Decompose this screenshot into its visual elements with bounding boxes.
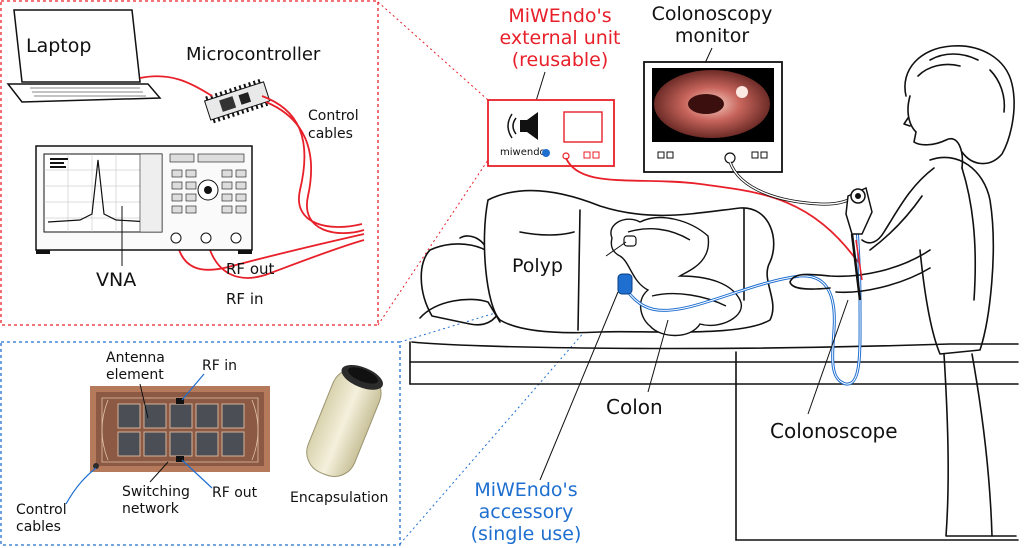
polyp-highlight xyxy=(736,86,748,98)
accessory-panel-border xyxy=(0,341,401,546)
miwendo-logo-dot xyxy=(542,149,550,157)
control-cables-accessory-pointer-line xyxy=(65,467,97,505)
monitor-button-3 xyxy=(751,151,759,159)
external-unit: MiWEndo's external unit (reusable) miwen… xyxy=(487,5,621,167)
colon-lumen xyxy=(688,94,724,114)
polyp-marker xyxy=(623,235,637,247)
external-unit-button-2 xyxy=(592,151,600,159)
colon-label: Colon xyxy=(606,395,663,419)
rf-out-accessory-label: RF out xyxy=(212,485,258,501)
rf-in-label: RF in xyxy=(226,290,264,308)
setup-panel-border xyxy=(0,0,379,326)
laptop-icon xyxy=(6,9,162,103)
control-cables-accessory-label-line-1: Control xyxy=(16,502,67,518)
switching-network-label-line-2: network xyxy=(122,501,180,517)
control-cables-label-line-2: cables xyxy=(308,126,353,142)
rf-out-accessory-pointer-line xyxy=(181,459,213,489)
microcontroller-label: Microcontroller xyxy=(186,44,321,65)
accessory-capsule-marker xyxy=(617,273,633,295)
antenna-pcb-image xyxy=(90,386,270,472)
switching-network-label-line-1: Switching xyxy=(122,484,190,500)
rf-out-label: RF out xyxy=(226,260,275,278)
accessory-label-line-3: (single use) xyxy=(471,523,582,545)
colonoscope-pointer-line xyxy=(807,299,849,415)
switching-network-pointer-line xyxy=(149,461,169,483)
rf-in-accessory-pointer-line xyxy=(181,373,205,401)
monitor-button-2 xyxy=(666,151,674,159)
external-unit-title-line-2: external unit xyxy=(499,27,620,49)
monitor-button-1 xyxy=(657,151,665,159)
accessory-label-line-1: MiWEndo's xyxy=(474,479,577,501)
microcontroller-board-icon xyxy=(203,78,271,124)
laptop-label: Laptop xyxy=(26,35,91,57)
callout-lines xyxy=(377,1,613,545)
accessory-label-line-2: accessory xyxy=(479,501,574,523)
encapsulation-label: Encapsulation xyxy=(290,490,388,506)
polyp-pointer-line xyxy=(605,241,627,257)
antenna-element-pointer-line xyxy=(139,383,149,419)
setup-panel: Laptop Microcontroller Control cables xyxy=(0,0,379,326)
miwendo-brand-logo: miwendo xyxy=(500,147,546,158)
monitor-button-4 xyxy=(760,151,768,159)
vna-label: VNA xyxy=(96,269,136,291)
external-unit-screen xyxy=(563,111,603,143)
external-unit-button-1 xyxy=(583,151,591,159)
encapsulation-capsule-image xyxy=(306,364,383,478)
control-cables-label-line-1: Control xyxy=(308,108,359,124)
colonoscope-handle xyxy=(845,186,873,301)
external-unit-title-line-3: (reusable) xyxy=(512,49,609,71)
vna-instrument-icon xyxy=(35,145,253,254)
physician-figure xyxy=(789,45,1017,537)
endoscope-tube xyxy=(622,211,862,386)
control-cables-accessory-label-line-2: cables xyxy=(16,519,61,535)
speaker-icon xyxy=(507,112,538,140)
rf-in-accessory-label: RF in xyxy=(202,358,237,374)
antenna-element-label-line-2: element xyxy=(106,367,164,383)
external-unit-title-line-1: MiWEndo's xyxy=(508,5,611,27)
accessory-panel: Antenna element RF in RF out Switching n… xyxy=(0,341,401,546)
monitor-title-line-2: monitor xyxy=(675,25,750,47)
external-unit-cable xyxy=(565,157,859,263)
colon-pointer-line xyxy=(647,319,669,393)
antenna-element-label-line-1: Antenna xyxy=(106,350,165,366)
polyp-label: Polyp xyxy=(512,255,563,277)
monitor-title-line-1: Colonoscopy xyxy=(652,3,773,25)
colonoscopy-monitor: Colonoscopy monitor xyxy=(643,3,783,173)
colonoscope-label: Colonoscope xyxy=(770,419,898,443)
monitor-port xyxy=(724,152,736,164)
accessory-pointer-line xyxy=(539,291,619,481)
control-cable-lines xyxy=(139,75,365,279)
